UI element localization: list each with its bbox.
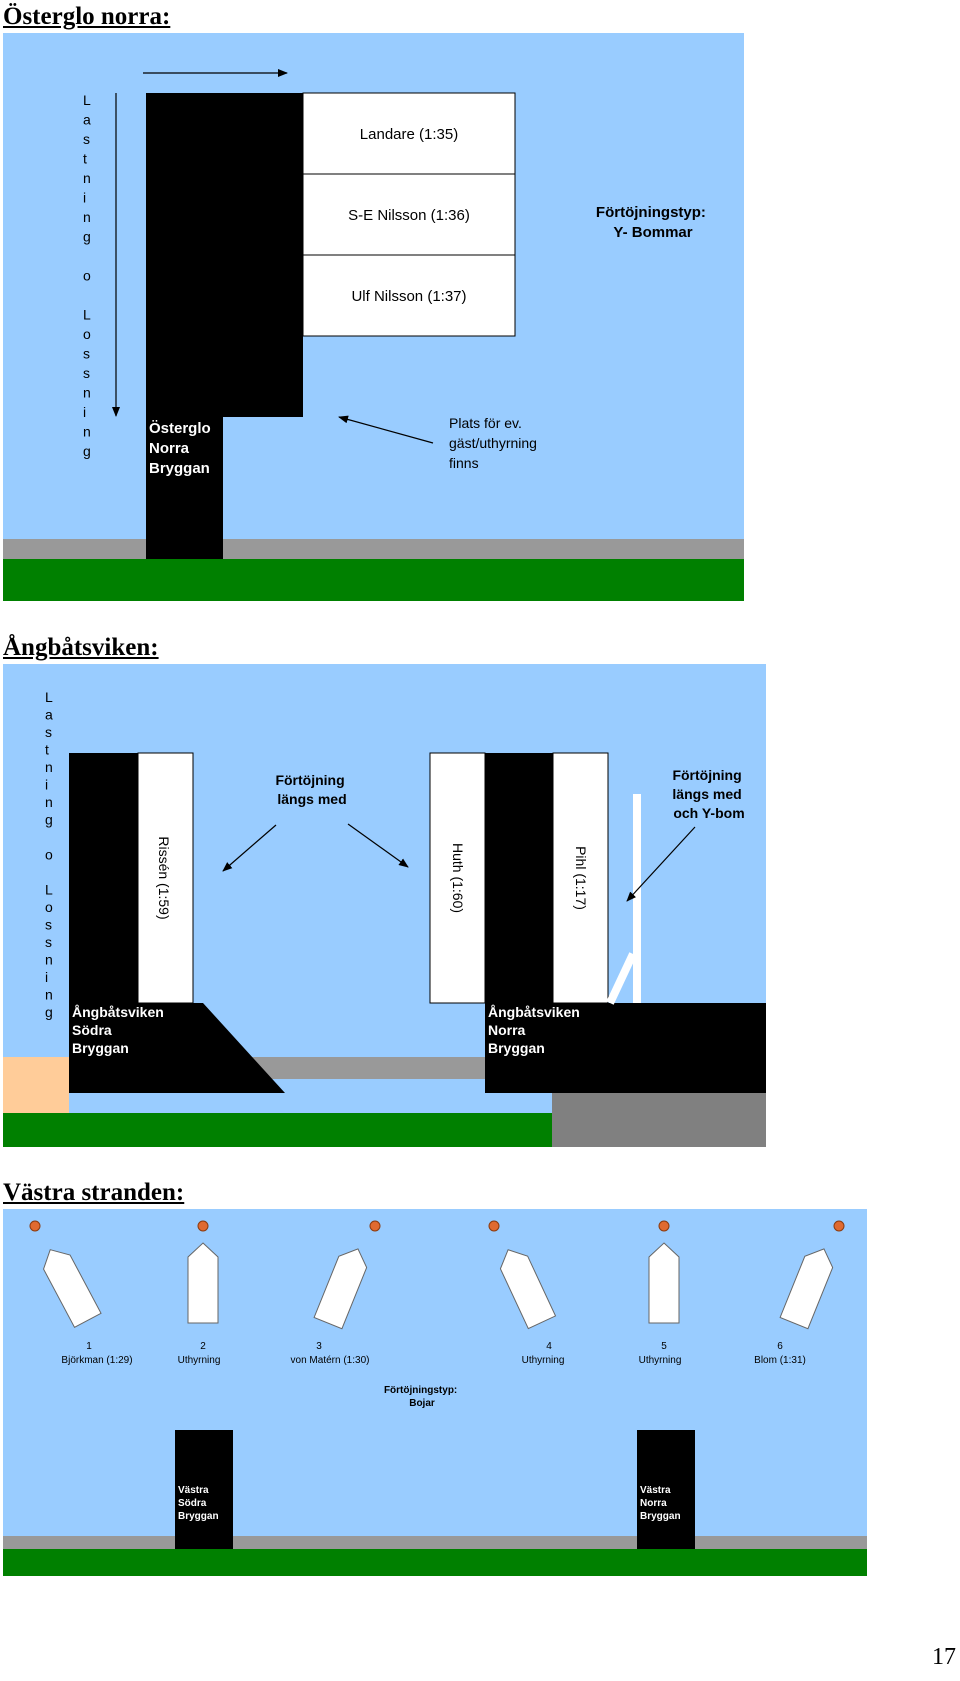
pier-name-sodra: Västra Södra Bryggan <box>178 1485 219 1522</box>
boat-name: Blom (1:31) <box>754 1355 806 1366</box>
pier-name-norra: Ångbåtsviken Norra Bryggan <box>488 1004 584 1056</box>
boat-2 <box>187 1242 219 1324</box>
buoy-2 <box>197 1220 209 1232</box>
pier-name-sodra: Ångbåtsviken Södra Bryggan <box>72 1004 168 1056</box>
berth-right: Pihl (1:17) <box>552 752 609 1004</box>
section-heading-osterglo: Österglo norra: <box>3 3 171 30</box>
buoy-4 <box>488 1220 500 1232</box>
boat-number: 6 <box>777 1341 783 1352</box>
annotation-alongside-y: Förtöjning längs med och Y-bom <box>672 767 745 821</box>
pier-norra-finger <box>485 753 553 1003</box>
boat-number: 1 <box>86 1341 92 1352</box>
berth-left: Rissén (1:59) <box>137 752 194 1004</box>
boat-name: Uthyrning <box>639 1355 682 1366</box>
pier-osterglo-norra <box>146 93 303 559</box>
buoy-6 <box>833 1220 845 1232</box>
boat-labels: 1 Björkman (1:29) 2 Uthyrning 3 von Maté… <box>61 1341 805 1366</box>
boat-number: 2 <box>200 1341 206 1352</box>
boat-name: Björkman (1:29) <box>61 1355 132 1366</box>
grass-strip <box>3 1549 867 1576</box>
arrow-y-boom <box>626 826 696 902</box>
grass-strip <box>3 559 744 601</box>
annotation-alongside: Förtöjning längs med <box>275 772 348 807</box>
berth-mid: Huth (1:60) <box>429 752 486 1004</box>
sand-patch <box>3 1057 69 1113</box>
water-area <box>3 1209 867 1576</box>
berth-label: Rissén (1:59) <box>156 836 172 919</box>
boat-number: 3 <box>316 1341 322 1352</box>
y-boom <box>606 794 641 1005</box>
berth-3: Ulf Nilsson (1:37) <box>302 254 516 337</box>
buoy-3 <box>369 1220 381 1232</box>
pier-name-label: Österglo Norra Bryggan <box>149 420 215 477</box>
pier-vastra-norra <box>637 1430 695 1549</box>
berth-1: Landare (1:35) <box>302 92 516 175</box>
road-strip <box>3 1536 867 1549</box>
parking-area <box>552 1093 766 1147</box>
vastra-stranden-diagram: 1 Björkman (1:29) 2 Uthyrning 3 von Maté… <box>3 1209 867 1576</box>
mooring-type-label: Förtöjningstyp: Bojar <box>384 1385 460 1409</box>
guest-note-label: Plats för ev. gäst/uthyrning finns <box>449 415 541 471</box>
boat-number: 5 <box>661 1341 667 1352</box>
boat-name: von Matérn (1:30) <box>291 1355 370 1366</box>
buoy-5 <box>658 1220 670 1232</box>
section-heading-angbatsviken: Ångbåtsviken: <box>3 634 159 661</box>
road-strip <box>3 539 744 559</box>
boat-name: Uthyrning <box>178 1355 221 1366</box>
arrow-guest-place <box>338 415 434 444</box>
boat-number: 4 <box>546 1341 552 1352</box>
berth-label: Ulf Nilsson (1:37) <box>351 288 466 305</box>
boat-name: Uthyrning <box>522 1355 565 1366</box>
berth-label: S-E Nilsson (1:36) <box>348 207 470 224</box>
pier-vastra-sodra <box>175 1430 233 1549</box>
section-heading-vastra-stranden: Västra stranden: <box>3 1179 185 1206</box>
page-number: 17 <box>932 1644 956 1670</box>
osterglo-norra-diagram: Landare (1:35) S-E Nilsson (1:36) Ulf Ni… <box>3 33 744 601</box>
grass-strip <box>3 1113 552 1147</box>
boat-5 <box>648 1242 680 1324</box>
arrow-mid-berth <box>347 823 409 868</box>
pier-angbatsviken-norra <box>485 1003 766 1093</box>
mooring-type-label: Förtöjningstyp: Y- Bommar <box>596 204 710 241</box>
berth-2: S-E Nilsson (1:36) <box>302 173 516 256</box>
buoy-1 <box>29 1220 41 1232</box>
pier-name-norra: Västra Norra Bryggan <box>640 1485 681 1522</box>
berth-label: Huth (1:60) <box>450 843 466 913</box>
berth-label: Pihl (1:17) <box>573 846 589 910</box>
berth-label: Landare (1:35) <box>360 126 458 143</box>
arrow-left-berth <box>222 824 277 872</box>
